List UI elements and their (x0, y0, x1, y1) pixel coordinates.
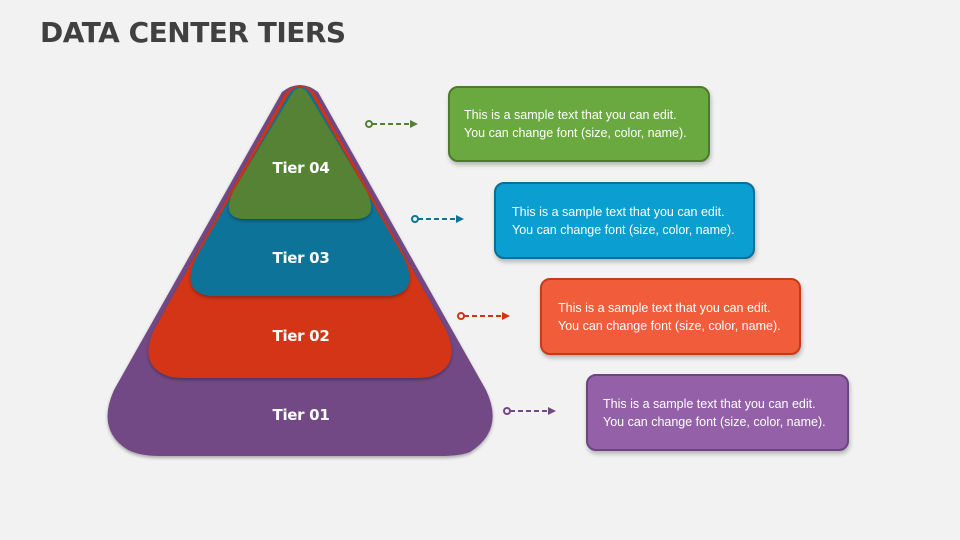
tier-03-textbox[interactable]: This is a sample text that you can edit.… (494, 182, 755, 259)
textbox-line: You can change font (size, color, name). (464, 126, 687, 140)
connector-arrow-icon (365, 120, 418, 128)
textbox-line: You can change font (size, color, name). (603, 414, 826, 429)
page-title: DATA CENTER TIERS (40, 16, 346, 49)
tier-04-textbox[interactable]: This is a sample text that you can edit.… (448, 86, 710, 162)
textbox-line: This is a sample text that you can edit. (464, 108, 677, 122)
textbox-line: You can change font (size, color, name). (512, 222, 735, 237)
tier-04-shape[interactable] (228, 88, 372, 219)
tier-01-textbox[interactable]: This is a sample text that you can edit.… (586, 374, 849, 451)
tier-02-label: Tier 02 (272, 327, 330, 345)
textbox-line: This is a sample text that you can edit. (603, 396, 816, 411)
textbox-line: You can change font (size, color, name). (558, 318, 781, 333)
connector-arrow-icon (411, 215, 464, 223)
tier-02-textbox[interactable]: This is a sample text that you can edit.… (540, 278, 801, 355)
tier-03-label: Tier 03 (272, 249, 330, 267)
textbox-line: This is a sample text that you can edit. (558, 300, 771, 315)
tier-01-label: Tier 01 (272, 406, 330, 424)
connector-arrow-icon (503, 407, 556, 415)
tier-04-label: Tier 04 (272, 159, 330, 177)
textbox-line: This is a sample text that you can edit. (512, 204, 725, 219)
connector-arrow-icon (457, 312, 510, 320)
